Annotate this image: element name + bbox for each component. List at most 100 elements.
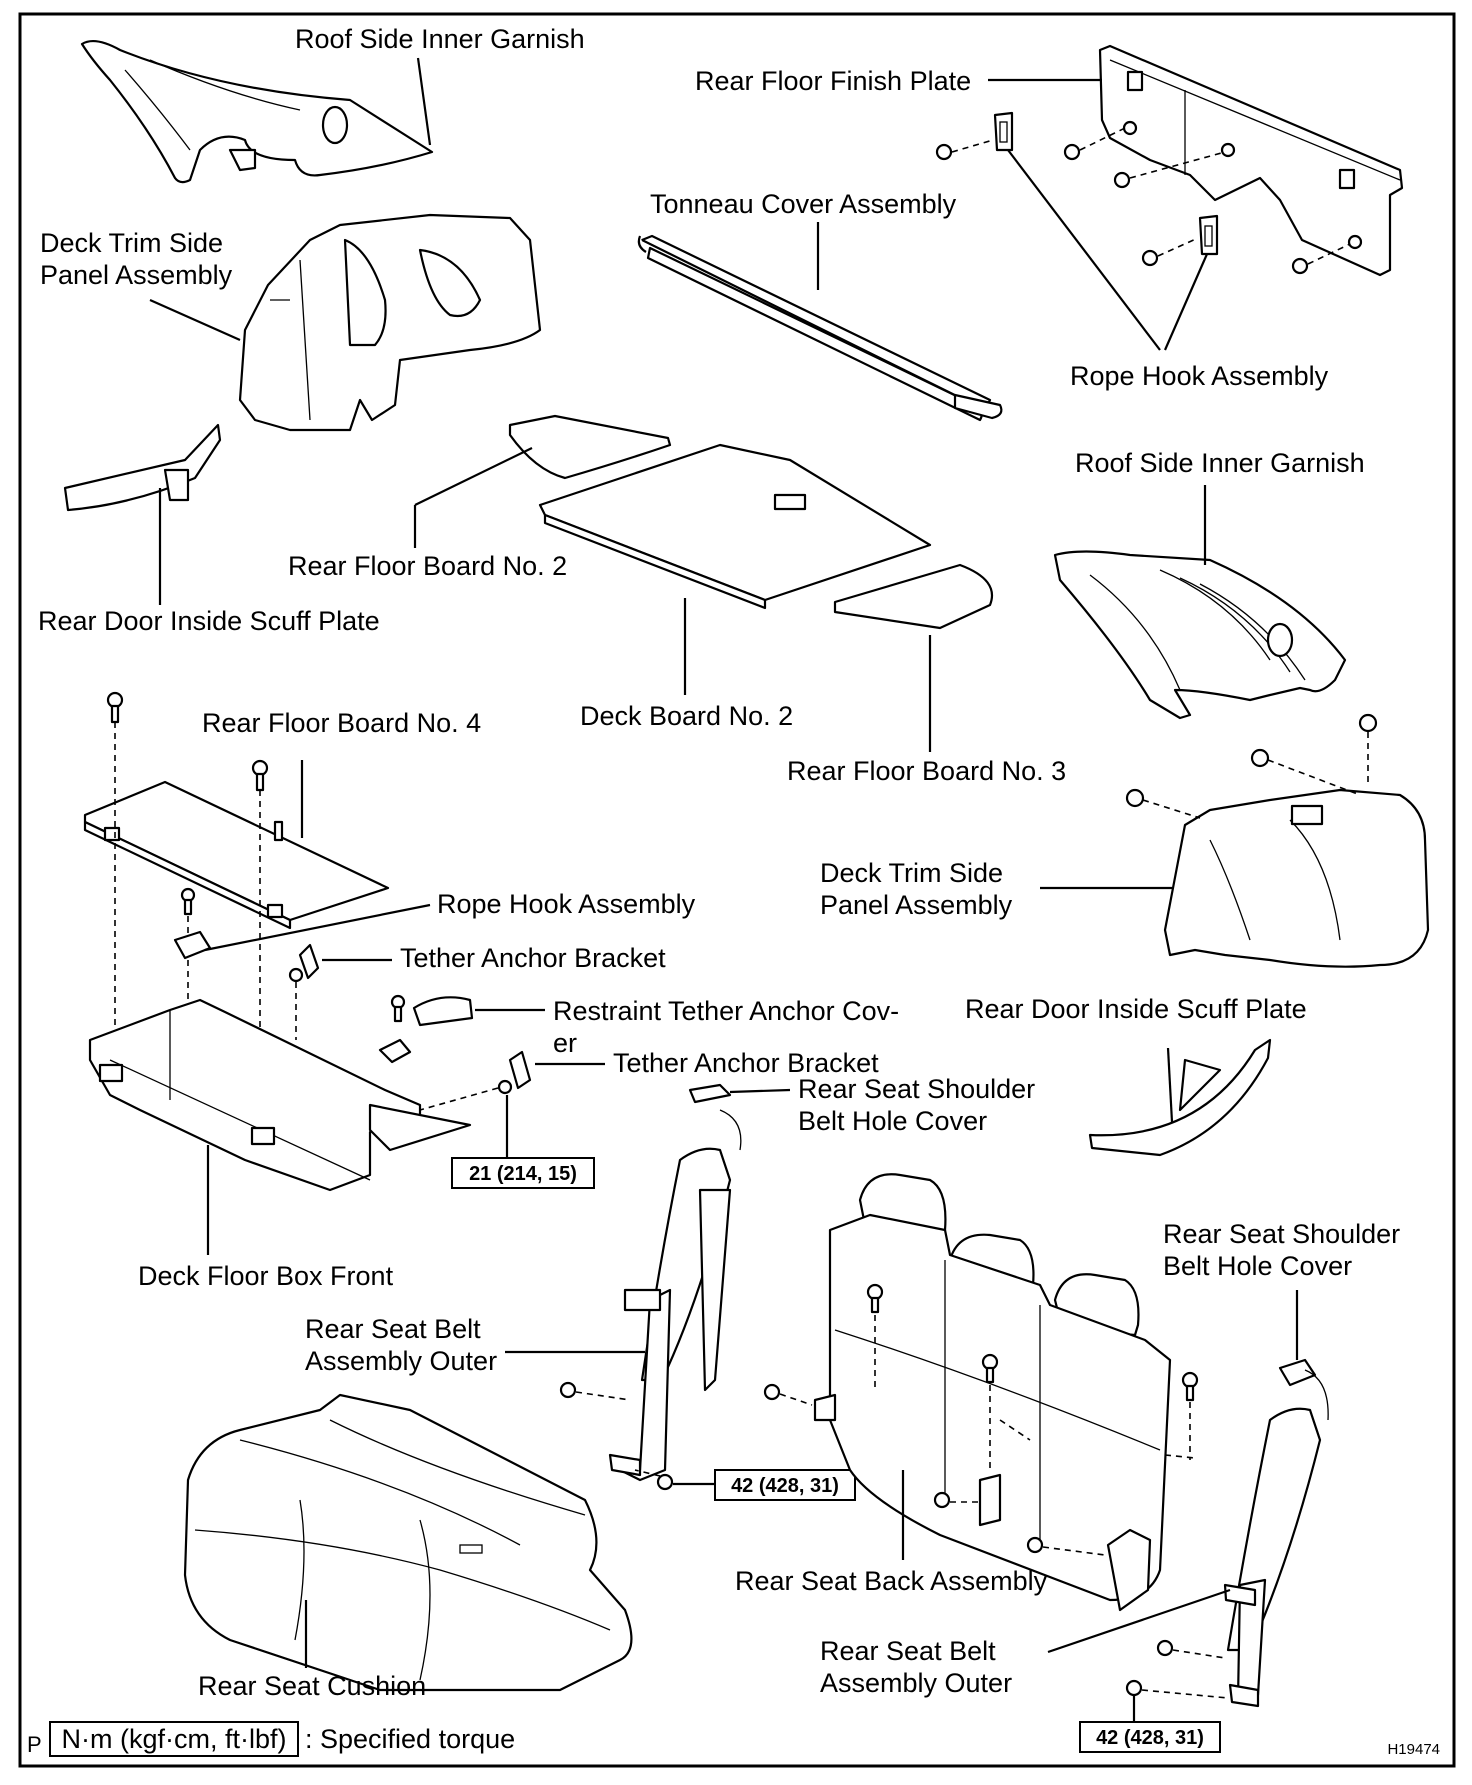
label-deck-trim-left-1: Deck Trim Side — [40, 228, 223, 258]
leader-line — [204, 903, 431, 952]
leader-line — [414, 447, 533, 506]
torque-box-1 — [451, 1157, 595, 1189]
leader-line — [1166, 1047, 1174, 1123]
rear-floor-board-no-4 — [83, 780, 390, 930]
tonneau-cover-assembly — [637, 234, 1003, 422]
roof-side-inner-garnish-right — [1053, 550, 1347, 720]
rear-seat-cushion — [183, 1393, 633, 1692]
bolt-icon — [1156, 1639, 1174, 1657]
leader-line — [416, 57, 432, 146]
torque-value-3: 42 (428, 31) — [1096, 1727, 1204, 1749]
rope-hook-icon — [378, 1038, 412, 1064]
label-deck-trim-left-2: Panel Assembly — [40, 260, 233, 290]
torque-value-1: 21 (214, 15) — [469, 1163, 577, 1185]
label-rear-floor-finish-plate: Rear Floor Finish Plate — [695, 66, 971, 96]
bolt-icon — [1125, 1679, 1143, 1697]
rope-hook-icon — [1198, 214, 1219, 256]
deck-trim-right-fasteners — [1125, 713, 1378, 819]
label-deck-board-2: Deck Board No. 2 — [580, 701, 793, 731]
label-restraint-cover-2: er — [553, 1028, 577, 1058]
label-deck-floor-box: Deck Floor Box Front — [138, 1261, 394, 1291]
bolt-icon — [559, 1381, 577, 1399]
deck-trim-side-panel-right — [1163, 788, 1430, 968]
label-belt-outer-right-2: Assembly Outer — [820, 1668, 1012, 1698]
rear-seat-belt-outer-mid — [608, 1109, 742, 1482]
label-shoulder-cover-right-2: Belt Hole Cover — [1163, 1251, 1352, 1281]
diagram-border — [18, 12, 1456, 1768]
leader-line — [1163, 253, 1209, 351]
roof-side-inner-garnish-left — [80, 39, 434, 184]
label-shoulder-cover-right-1: Rear Seat Shoulder — [1163, 1219, 1400, 1249]
bolt-icon — [656, 1473, 674, 1491]
label-deck-trim-right-2: Panel Assembly — [820, 890, 1013, 920]
bolt-icon — [1141, 249, 1159, 267]
mid-belt-fasteners — [559, 1381, 674, 1491]
seat-back-fasteners — [763, 1283, 1199, 1556]
finish-plate-fasteners — [935, 111, 1351, 275]
bolt-icon — [935, 143, 953, 161]
label-tether-bracket-1: Tether Anchor Bracket — [400, 943, 666, 973]
clip-icon — [1358, 713, 1378, 733]
rear-seat-back-assembly — [813, 1173, 1172, 1612]
cover-icon — [1278, 1358, 1317, 1387]
label-shoulder-cover-mid-2: Belt Hole Cover — [798, 1106, 987, 1136]
label-scuff-plate-left: Rear Door Inside Scuff Plate — [38, 606, 380, 636]
rear-door-scuff-plate-right — [1088, 1038, 1272, 1157]
label-shoulder-cover-mid-1: Rear Seat Shoulder — [798, 1074, 1035, 1104]
cover-icon — [688, 1083, 732, 1104]
rear-floor-finish-plate — [1098, 44, 1404, 277]
right-belt-fasteners — [1125, 1639, 1229, 1699]
torque-box-3 — [1079, 1721, 1221, 1753]
leader-line — [1047, 1588, 1231, 1654]
label-rear-floor-board-3: Rear Floor Board No. 3 — [787, 756, 1066, 786]
bolt-icon — [763, 1383, 781, 1401]
label-deck-trim-right-1: Deck Trim Side — [820, 858, 1003, 888]
fastener-path — [419, 1087, 499, 1111]
label-rear-floor-board-4: Rear Floor Board No. 4 — [202, 708, 481, 738]
label-rope-hook-mid: Rope Hook Assembly — [437, 889, 696, 919]
rear-door-scuff-plate-left — [63, 423, 222, 512]
bracket-icon — [508, 1050, 532, 1090]
leader-line — [149, 298, 241, 342]
bolt-icon — [497, 1079, 513, 1095]
clip-icon — [1250, 748, 1270, 768]
label-roof-side-inner-garnish-right: Roof Side Inner Garnish — [1075, 448, 1365, 478]
clip-icon — [1125, 788, 1145, 808]
deck-floor-box-front — [88, 998, 472, 1192]
rear-floor-board-no-2 — [508, 414, 672, 480]
rope-hook-icon — [173, 930, 212, 960]
label-rope-hook-top: Rope Hook Assembly — [1070, 361, 1329, 391]
label-belt-outer-mid-1: Rear Seat Belt — [305, 1314, 481, 1344]
clip-icon — [1291, 257, 1309, 275]
tether-anchor-bracket-1 — [288, 943, 320, 983]
bolt-icon — [933, 1491, 951, 1509]
deck-trim-side-panel-left — [238, 213, 542, 432]
rope-hook-assembly-mid — [173, 930, 212, 960]
legend-text: : Specified torque — [305, 1724, 515, 1754]
label-tether-bracket-2: Tether Anchor Bracket — [613, 1048, 879, 1078]
label-scuff-plate-right: Rear Door Inside Scuff Plate — [965, 994, 1307, 1024]
rope-hook-icon — [993, 111, 1014, 152]
rear-floor-board-no-3 — [833, 563, 993, 630]
label-seat-cushion: Rear Seat Cushion — [198, 1671, 426, 1701]
legend-units: N·m (kgf·cm, ft·lbf) — [62, 1724, 287, 1754]
leader-line — [1007, 149, 1161, 351]
label-belt-outer-right-1: Rear Seat Belt — [820, 1636, 996, 1666]
handle-icon — [773, 493, 807, 511]
label-restraint-cover-1: Restraint Tether Anchor Cov- — [553, 996, 899, 1026]
legend-prefix: P — [27, 1732, 42, 1757]
figure-code: H19474 — [1387, 1741, 1440, 1758]
legend-torque-box — [49, 1721, 299, 1757]
label-seat-back: Rear Seat Back Assembly — [735, 1566, 1048, 1596]
label-roof-side-inner-garnish-left: Roof Side Inner Garnish — [295, 24, 585, 54]
shoulder-belt-hole-cover-right — [1278, 1358, 1317, 1387]
bolt-icon — [1026, 1536, 1044, 1554]
clip-icon — [1113, 171, 1131, 189]
tether-anchor-bracket-2 — [497, 1050, 532, 1095]
leader-line — [729, 1088, 791, 1094]
deck-board-no-2 — [538, 443, 932, 610]
label-tonneau-cover: Tonneau Cover Assembly — [650, 189, 957, 219]
restraint-tether-anchor-cover — [378, 994, 474, 1064]
